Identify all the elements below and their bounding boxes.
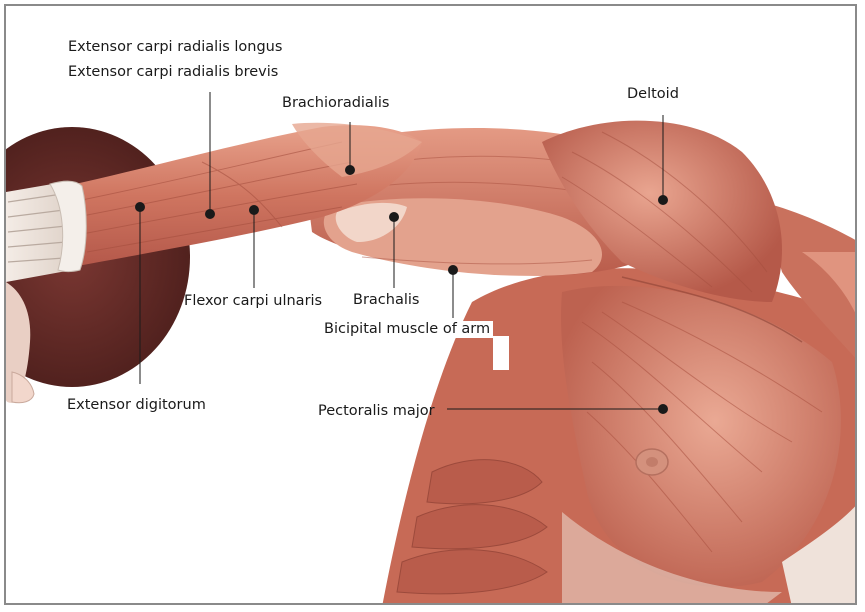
marker-dot-extensor-digitorum <box>135 202 145 212</box>
label-flexor-carpi-ulnaris: Flexor carpi ulnaris <box>184 293 323 309</box>
diagram-frame: Extensor carpi radialis longus Extensor … <box>4 4 857 605</box>
label-extensor-carpi-radialis-longus: Extensor carpi radialis longus <box>68 39 283 55</box>
pectoralis-major-muscle <box>561 285 841 588</box>
forearm <box>62 122 422 267</box>
label-deltoid: Deltoid <box>627 86 679 102</box>
leader-lines <box>135 92 668 414</box>
anatomy-illustration <box>6 92 855 603</box>
marker-dot-pectoralis <box>658 404 668 414</box>
marker-dot-brachioradialis <box>345 165 355 175</box>
label-pectoralis-major: Pectoralis major <box>318 403 435 419</box>
marker-dot-extensor-carpi-radialis <box>205 209 215 219</box>
marker-dot-bicipital <box>448 265 458 275</box>
label-extensor-carpi-radialis-brevis: Extensor carpi radialis brevis <box>68 64 279 80</box>
marker-dot-brachalis <box>389 212 399 222</box>
label-extensor-digitorum: Extensor digitorum <box>67 397 206 413</box>
deltoid-muscle <box>542 120 803 343</box>
neck-muscles <box>762 202 855 358</box>
marker-dot-flexor-carpi-ulnaris <box>249 205 259 215</box>
label-brachalis: Brachalis <box>353 292 420 308</box>
label-bicipital-muscle-of-arm: Bicipital muscle of arm <box>321 321 494 338</box>
label-mask <box>493 336 509 370</box>
torso-muscles <box>382 268 855 603</box>
label-brachioradialis: Brachioradialis <box>282 95 390 111</box>
marker-dot-deltoid <box>658 195 668 205</box>
hand <box>6 180 87 404</box>
